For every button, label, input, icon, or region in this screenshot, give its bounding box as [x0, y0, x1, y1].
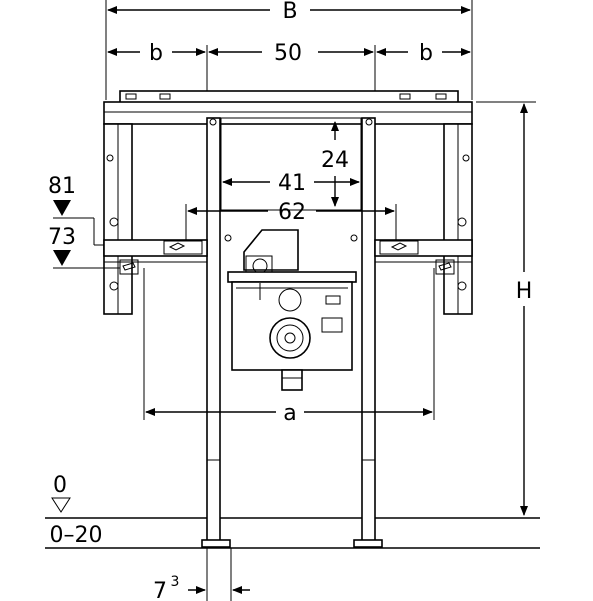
- top-rail: [103, 90, 473, 125]
- dimension-41: 41: [222, 171, 360, 196]
- left-side-bracket: [103, 123, 133, 315]
- label-73: 73: [48, 225, 76, 250]
- frame-feet: [201, 539, 383, 548]
- dimension-B: B: [105, 0, 473, 100]
- label-H: H: [516, 279, 533, 304]
- dimension-24: 24: [321, 121, 349, 207]
- label-b-left: b: [149, 41, 163, 66]
- dimension-7-3: 7 3: [153, 548, 250, 601]
- label-7: 7: [153, 579, 167, 601]
- label-41: 41: [278, 171, 306, 196]
- label-floor-range: 0–20: [50, 523, 103, 548]
- label-a: a: [283, 401, 296, 426]
- floor-levels: 0 0–20: [45, 473, 540, 549]
- label-24: 24: [321, 148, 349, 173]
- dimension-a: a: [143, 268, 435, 426]
- inner-plate: [220, 117, 362, 211]
- label-B: B: [282, 0, 297, 24]
- label-floor-zero: 0: [53, 473, 67, 498]
- left-mounting-bar: [103, 239, 208, 275]
- label-81: 81: [48, 174, 76, 199]
- right-mounting-bar: [374, 239, 473, 275]
- dimension-H: H: [476, 101, 536, 516]
- label-62: 62: [278, 200, 306, 225]
- label-b-right: b: [419, 41, 433, 66]
- dimension-62: 62: [185, 200, 397, 240]
- frame-legs: [206, 117, 376, 547]
- dimension-row-b-50-b: b 50 b: [107, 41, 471, 120]
- label-7-superscript: 3: [171, 574, 180, 590]
- right-side-bracket: [443, 123, 473, 315]
- cistern-unit: [224, 229, 358, 391]
- label-50: 50: [274, 41, 302, 66]
